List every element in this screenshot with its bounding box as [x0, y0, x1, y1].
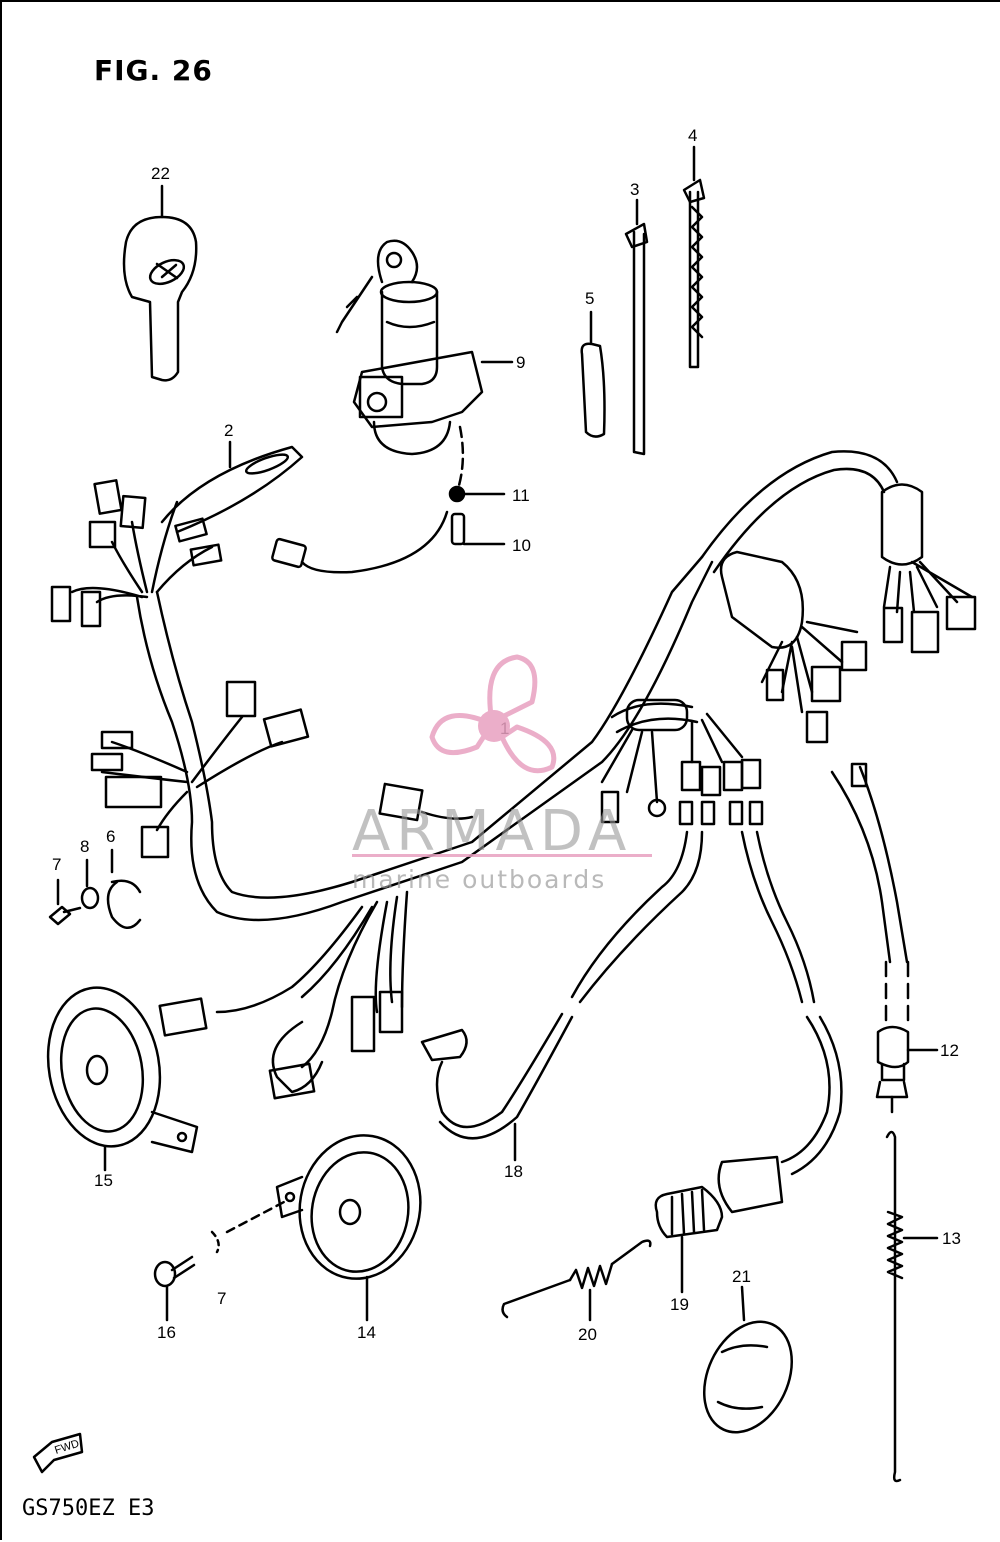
callout-6: 6	[106, 827, 115, 846]
callout-11: 11	[512, 486, 530, 505]
straps-part	[580, 145, 706, 456]
horn-left-part	[46, 986, 199, 1172]
spring-part	[501, 1239, 652, 1322]
callout-12: 12	[940, 1041, 959, 1060]
figure-title: FIG. 26	[94, 54, 213, 87]
callout-14: 14	[357, 1323, 376, 1342]
wiring-harness-right	[700, 450, 977, 1024]
callout-9: 9	[516, 353, 525, 372]
callout-18: 18	[504, 1162, 523, 1181]
watermark: ARMADA marine outboards	[352, 654, 652, 894]
ignition-switch-part	[335, 239, 514, 456]
callout-13: 13	[942, 1229, 961, 1248]
callout-8: 8	[80, 837, 89, 856]
callout-20: 20	[578, 1325, 597, 1344]
callout-2: 2	[224, 421, 233, 440]
meter-cables	[435, 830, 843, 1294]
fasteners-part	[48, 848, 142, 929]
callout-22: 22	[151, 164, 170, 183]
callout-5: 5	[585, 289, 594, 308]
brake-switch-part	[875, 1025, 939, 1114]
spring-rod-part	[885, 1130, 939, 1483]
callout-21: 21	[732, 1267, 751, 1286]
cap-part	[702, 1285, 794, 1434]
callout-7-fastener: 7	[52, 855, 61, 874]
callout-4: 4	[688, 126, 697, 145]
propeller-icon	[429, 654, 557, 774]
horn-right-part	[275, 1134, 422, 1322]
wiring-harness-left	[50, 440, 714, 922]
model-code: GS750EZ E3	[22, 1496, 155, 1521]
fwd-arrow-icon: FWD	[32, 1432, 84, 1474]
watermark-brand: ARMADA	[352, 799, 632, 864]
harness-center-branch	[378, 698, 764, 826]
callout-16: 16	[157, 1323, 176, 1342]
horn-leads	[158, 890, 468, 1100]
watermark-tagline: marine outboards	[352, 865, 606, 894]
key-part	[122, 184, 198, 382]
callout-3: 3	[630, 180, 639, 199]
callout-15: 15	[94, 1171, 113, 1190]
callout-10: 10	[512, 536, 531, 555]
callout-19: 19	[670, 1295, 689, 1314]
ignition-cable-part	[271, 425, 506, 574]
callout-7-washer: 7	[217, 1289, 226, 1308]
horn-bolt-part	[153, 1200, 286, 1322]
